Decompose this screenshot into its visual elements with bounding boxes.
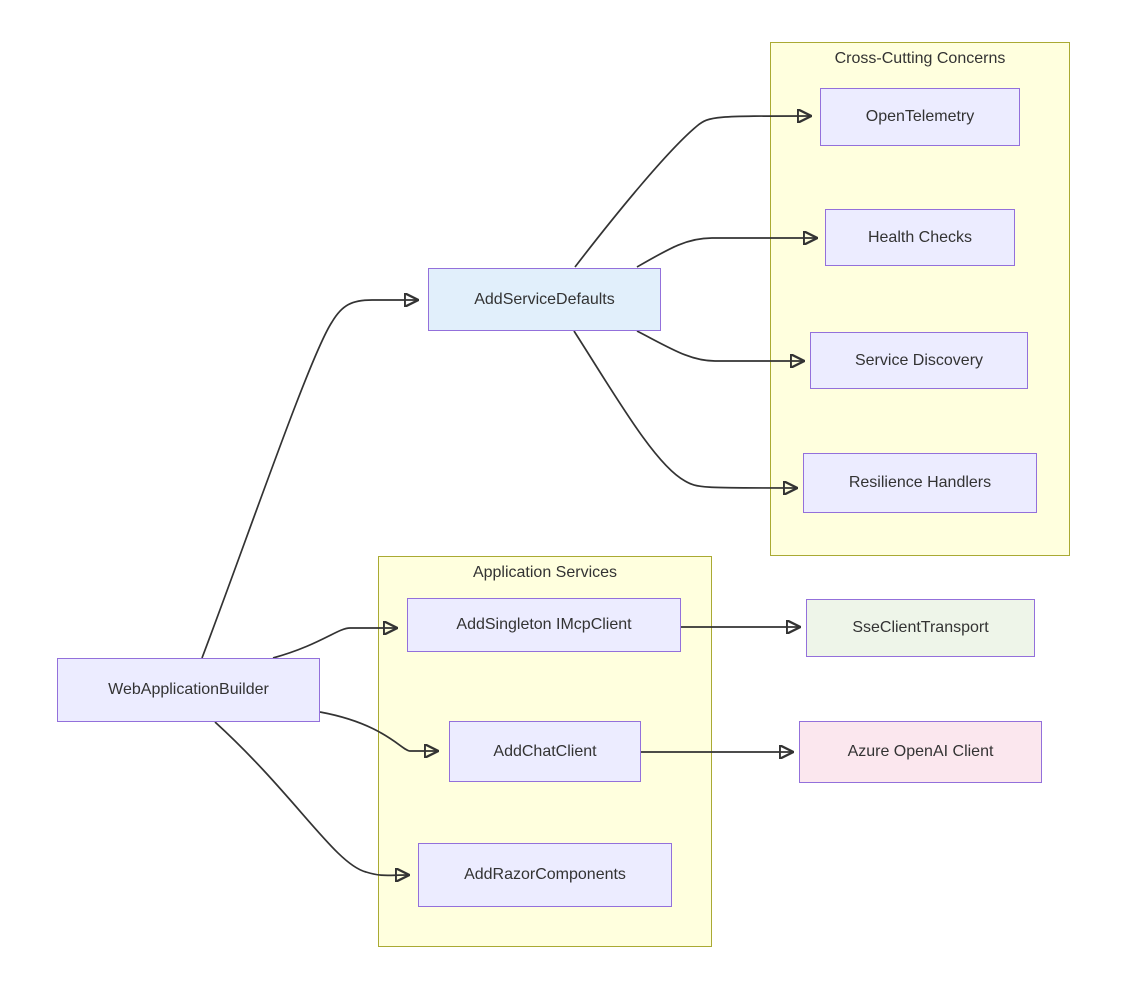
node-servicediscovery: Service Discovery	[810, 332, 1028, 389]
node-label-addservicedefaults: AddServiceDefaults	[474, 290, 615, 308]
node-label-servicediscovery: Service Discovery	[854, 351, 984, 369]
node-label-sseclienttransport: SseClientTransport	[852, 619, 989, 637]
node-label-resiliencehandlers: Resilience Handlers	[848, 474, 992, 492]
node-webapplicationbuilder: WebApplicationBuilder	[57, 658, 320, 722]
group-title-cross-cutting-concerns: Cross-Cutting Concerns	[834, 50, 1006, 67]
node-label-healthchecks: Health Checks	[867, 228, 973, 246]
node-label-addsingleton-imcpclient: AddSingleton IMcpClient	[456, 616, 632, 634]
node-label-addrazorcomponents: AddRazorComponents	[464, 866, 626, 884]
node-resiliencehandlers: Resilience Handlers	[803, 453, 1037, 513]
node-opentelemetry: OpenTelemetry	[820, 88, 1020, 146]
node-addchatclient: AddChatClient	[449, 721, 641, 782]
group-title-application-services: Application Services	[472, 564, 618, 581]
node-label-addchatclient: AddChatClient	[493, 742, 597, 760]
node-addservicedefaults: AddServiceDefaults	[428, 268, 661, 331]
node-label-opentelemetry: OpenTelemetry	[865, 108, 975, 126]
node-label-azureopenaiclient: Azure OpenAI Client	[847, 743, 994, 761]
node-label-webapplicationbuilder: WebApplicationBuilder	[108, 681, 269, 699]
node-addrazorcomponents: AddRazorComponents	[418, 843, 672, 907]
node-sseclienttransport: SseClientTransport	[806, 599, 1035, 657]
edge-addservicedefaults-resiliencehandlers	[573, 330, 796, 488]
node-healthchecks: Health Checks	[825, 209, 1015, 266]
node-addsingleton-imcpclient: AddSingleton IMcpClient	[407, 598, 681, 652]
node-azureopenaiclient: Azure OpenAI Client	[799, 721, 1042, 783]
